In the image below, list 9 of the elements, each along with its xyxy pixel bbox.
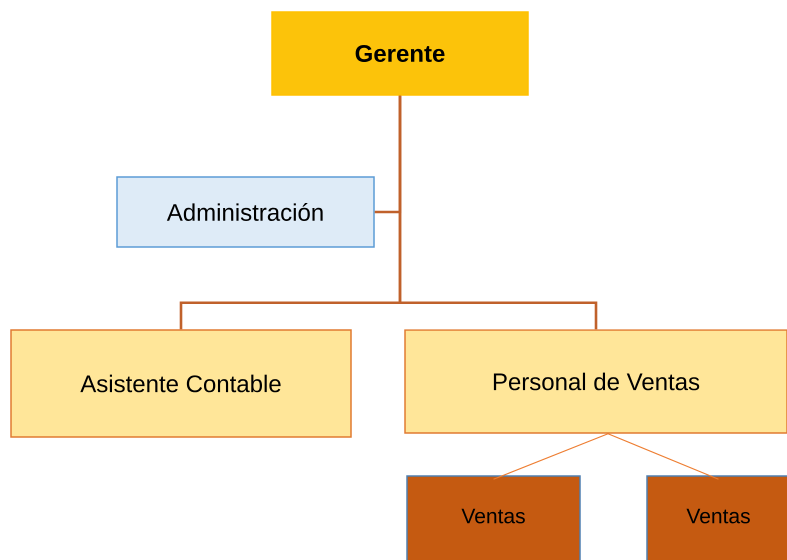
title-box: Gerente: [271, 11, 529, 96]
staff-box: Ventas: [646, 475, 787, 560]
role-box: Personal de Ventas: [404, 329, 787, 434]
connector-line: [493, 433, 608, 480]
connector-line: [398, 96, 598, 330]
department-box: Administración: [116, 176, 375, 248]
role-box: Asistente Contable: [10, 329, 352, 438]
staff-box: Ventas: [406, 475, 581, 560]
connector-line: [608, 433, 719, 480]
